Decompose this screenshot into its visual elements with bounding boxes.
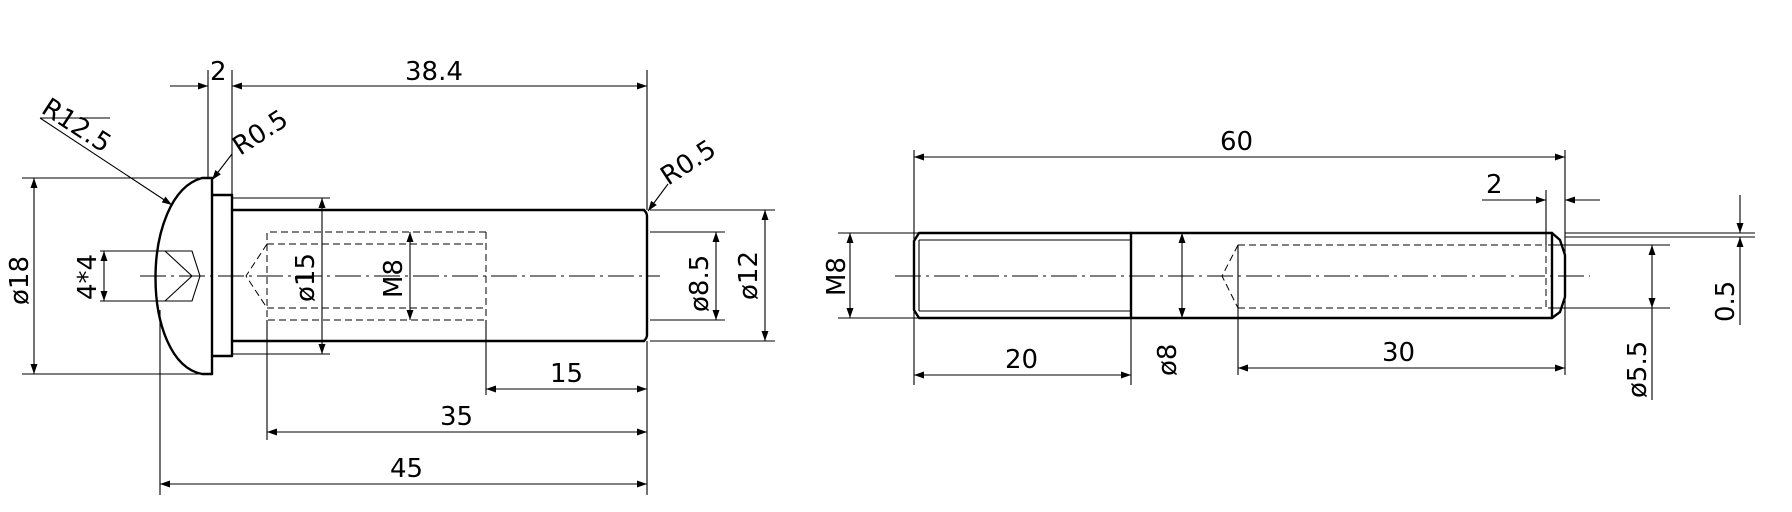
dim-rod-bore-diameter: ø5.5 (1623, 341, 1653, 398)
left-dimension-lines (30, 82, 769, 488)
right-extension-lines (838, 150, 1755, 385)
left-dimension-texts: 2 38.4 R12.5 R0.5 R0.5 ø18 4*4 ø15 M8 ø8… (5, 57, 764, 484)
right-part (895, 231, 1590, 320)
dim-rod-chamfer: 2 (1486, 170, 1503, 200)
dim-thread-m8: M8 (379, 259, 409, 298)
dim-chamfer-2: 2 (210, 57, 227, 87)
dim-radius-fillet-head: R0.5 (227, 104, 293, 162)
dim-pilot-diameter: ø8.5 (685, 255, 715, 312)
dim-socket-size: 4*4 (73, 254, 103, 300)
drill-point (245, 243, 268, 309)
dim-radius-head: R12.5 (36, 93, 116, 160)
dim-rod-bore-depth: 30 (1382, 338, 1415, 368)
bolt-head-outline (154, 176, 214, 376)
shank-end (642, 208, 649, 343)
dim-rod-diameter: ø8 (1153, 344, 1183, 376)
left-extension-lines (22, 70, 775, 495)
right-dimension-texts: 60 2 M8 ø8 ø5.5 0.5 20 30 (822, 127, 1741, 398)
rod-bore-hidden (1221, 244, 1547, 309)
right-dimension-lines (846, 153, 1744, 400)
left-part (100, 176, 660, 376)
dim-total-length: 45 (390, 454, 423, 484)
socket-hex (164, 250, 201, 302)
dim-rod-total-length: 60 (1220, 127, 1253, 157)
dim-head-diameter: ø18 (5, 256, 35, 305)
thread-hidden-outline (267, 232, 487, 320)
dim-rod-step: 0.5 (1711, 281, 1741, 322)
dim-rod-thread: M8 (822, 257, 852, 296)
dim-thread-depth: 15 (550, 359, 583, 389)
dim-counterbore: ø15 (291, 253, 321, 302)
dim-shank-diameter: ø12 (734, 251, 764, 300)
dim-shank-length: 38.4 (405, 57, 463, 87)
dim-bore-depth: 35 (440, 402, 473, 432)
dim-radius-fillet-end: R0.5 (655, 134, 721, 192)
dim-rod-thread-length: 20 (1005, 345, 1038, 375)
